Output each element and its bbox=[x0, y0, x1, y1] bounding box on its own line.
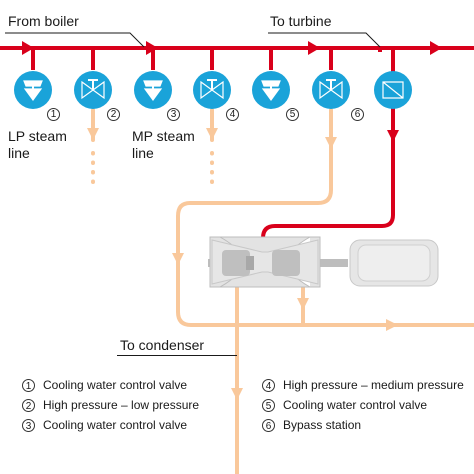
legend-number: 1 bbox=[22, 378, 35, 392]
legend-text: Bypass station bbox=[283, 418, 362, 432]
legend-item-4: 4 High pressure – medium pressure bbox=[262, 378, 464, 392]
pressure-reducing-valve-icon bbox=[193, 71, 231, 109]
legend-text: High pressure – low pressure bbox=[43, 398, 200, 412]
header-arrow-2 bbox=[146, 41, 158, 55]
v6-arrow bbox=[325, 137, 337, 149]
control-valve-icon bbox=[252, 71, 290, 109]
label-pointers bbox=[5, 32, 381, 48]
legend-text: Cooling water control valve bbox=[283, 398, 428, 412]
turbine-generator bbox=[208, 236, 439, 288]
valve-number-4: 4 bbox=[226, 108, 239, 121]
bypass-valve-icon bbox=[374, 71, 412, 109]
legend-number: 2 bbox=[22, 398, 35, 412]
legend-item-2: 2 High pressure – low pressure bbox=[22, 398, 199, 412]
turbine-rotor-left bbox=[222, 250, 250, 276]
legend-text: High pressure – medium pressure bbox=[283, 378, 464, 392]
legend-item-5: 5 Cooling water control valve bbox=[262, 398, 427, 412]
pressure-reducing-valve-icon bbox=[74, 71, 112, 109]
pressure-reducing-valve-icon bbox=[312, 71, 350, 109]
valve-number-6: 6 bbox=[351, 108, 364, 121]
mp-steam-line-label: MP steam line bbox=[132, 128, 195, 161]
turbine-rotor-right bbox=[272, 250, 300, 276]
turbine-flange-left bbox=[246, 256, 254, 270]
valves bbox=[14, 71, 412, 109]
generator-core bbox=[357, 244, 431, 282]
to-condenser-underline bbox=[117, 355, 237, 356]
legend-number: 3 bbox=[22, 418, 35, 432]
valve-6-outlet-line bbox=[176, 108, 474, 327]
control-valve-icon bbox=[14, 71, 52, 109]
legend-text: Cooling water control valve bbox=[43, 378, 188, 392]
valve-number-2: 2 bbox=[107, 108, 120, 121]
lp-steam-line-label: LP steam line bbox=[8, 128, 67, 161]
condenser-right-arrow bbox=[386, 319, 398, 331]
valve-number-5: 5 bbox=[286, 108, 299, 121]
bypass-arrow bbox=[172, 253, 184, 265]
to-turbine-line bbox=[261, 48, 395, 248]
from-boiler-label: From boiler bbox=[8, 13, 79, 29]
lp-arrow bbox=[87, 128, 99, 140]
to-turbine-label: To turbine bbox=[270, 13, 332, 29]
header-arrow-4 bbox=[430, 41, 442, 55]
valve-number-3: 3 bbox=[167, 108, 180, 121]
header-arrow-3 bbox=[308, 41, 320, 55]
legend-item-6: 6 Bypass station bbox=[262, 418, 361, 432]
legend-number: 4 bbox=[262, 378, 275, 392]
main-steam-lines bbox=[0, 46, 474, 248]
legend-item-1: 1 Cooling water control valve bbox=[22, 378, 187, 392]
header-arrow-1 bbox=[22, 41, 34, 55]
legend-item-3: 3 Cooling water control valve bbox=[22, 418, 187, 432]
legend-number: 6 bbox=[262, 418, 275, 432]
mp-arrow bbox=[206, 128, 218, 140]
low-pressure-arrows bbox=[87, 128, 398, 400]
to-condenser-label: To condenser bbox=[120, 337, 205, 353]
exhaust-right-arrow bbox=[297, 298, 309, 310]
legend-text: Cooling water control valve bbox=[43, 418, 188, 432]
control-valve-icon bbox=[134, 71, 172, 109]
main-steam-arrows bbox=[22, 41, 442, 142]
valve-number-1: 1 bbox=[47, 108, 60, 121]
legend-number: 5 bbox=[262, 398, 275, 412]
turbine-arrow bbox=[387, 130, 399, 142]
exhaust-arrow bbox=[231, 388, 243, 400]
